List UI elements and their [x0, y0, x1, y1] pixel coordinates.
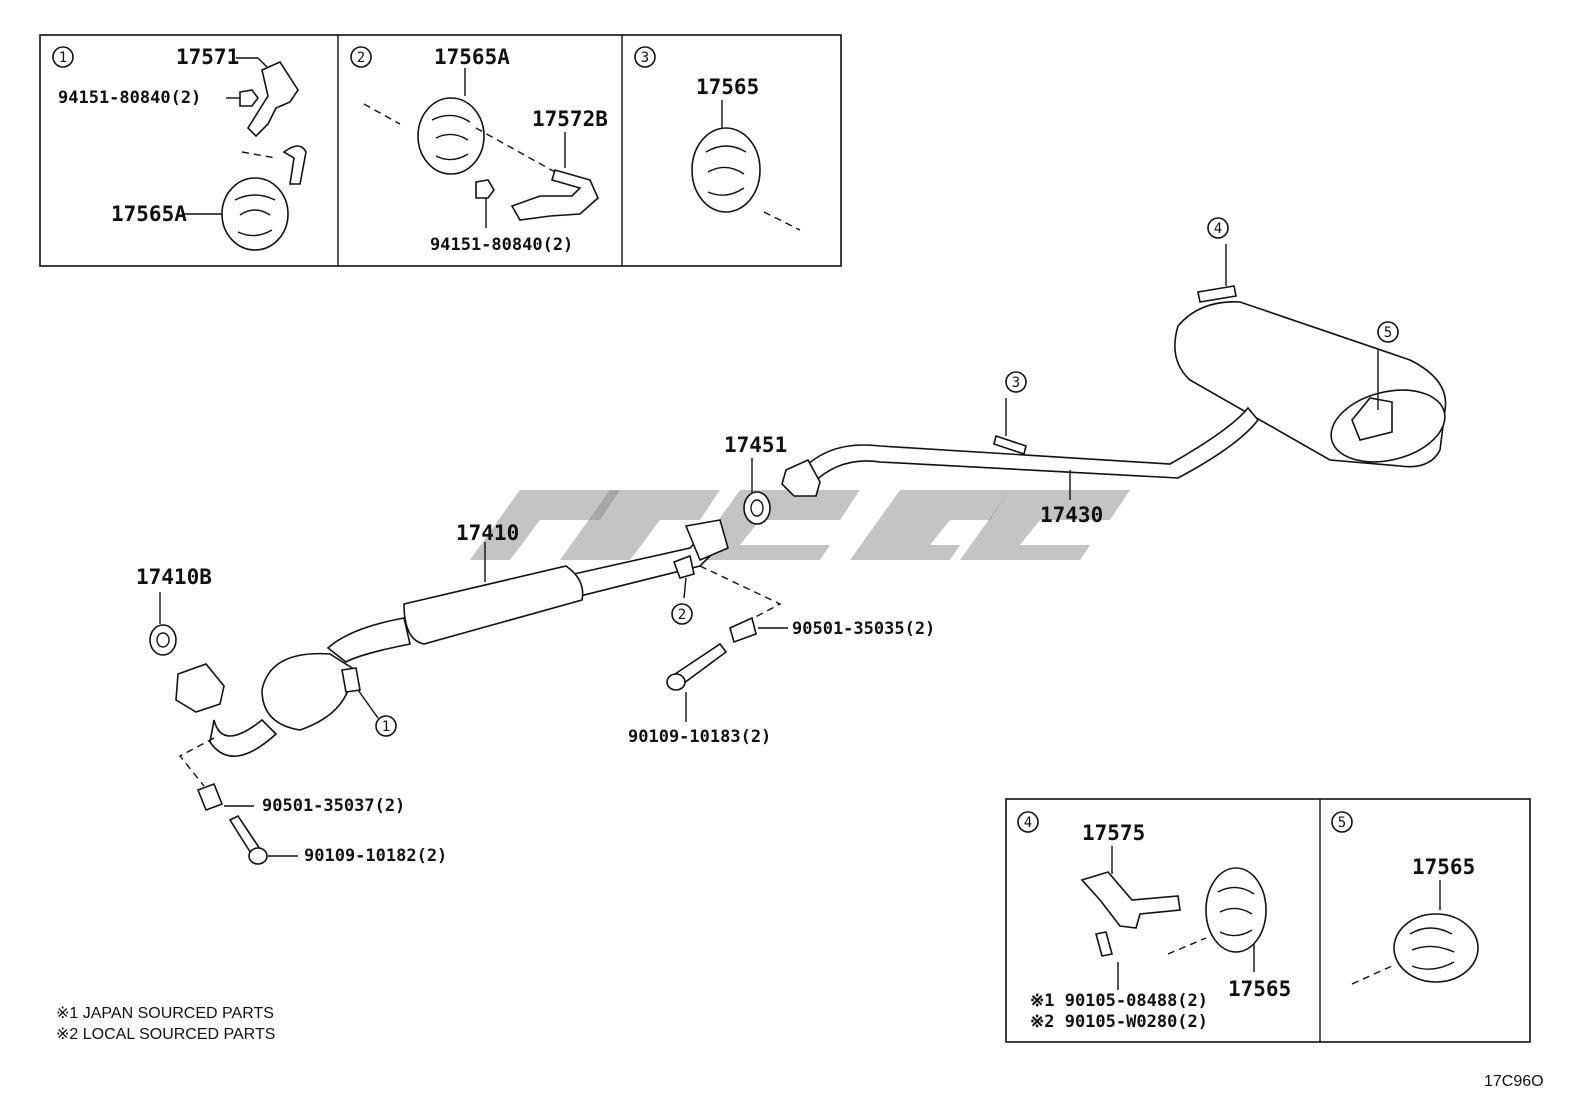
- inset-3: 3 17565: [634, 46, 801, 231]
- catalytic-converter: [261, 652, 353, 731]
- part-number-17410: 17410: [456, 521, 519, 545]
- part-number-17565: 17565: [1228, 977, 1291, 1001]
- callout-number: 4: [1214, 221, 1222, 237]
- part-number-17571: 17571: [176, 45, 239, 69]
- bolt-head: [248, 847, 268, 865]
- note-local-sourced: ※2 LOCAL SOURCED PARTS: [56, 1026, 275, 1043]
- part-number-17575: 17575: [1082, 821, 1145, 845]
- hanger-2: [672, 554, 695, 579]
- inset-5: 5 17565: [1331, 811, 1479, 985]
- spring-90501-35037: [196, 782, 224, 812]
- rubber-mount-17565: [1205, 867, 1267, 953]
- rubber-mount-17565A: [221, 177, 289, 251]
- part-number-17410B: 17410B: [136, 565, 212, 589]
- gasket-17410B: [149, 624, 177, 656]
- inset-number: 5: [1338, 815, 1346, 831]
- inset-number-badge: [350, 46, 372, 68]
- callout-3: [1005, 371, 1027, 393]
- part-number-17565A: 17565A: [111, 202, 187, 226]
- callout-5: [1377, 321, 1399, 343]
- main-assembly: 4 5 3 17430 17451 17410 1: [136, 217, 1447, 866]
- bolt-head: [666, 673, 686, 691]
- inset-number: 2: [357, 50, 365, 66]
- part-number-90109-10183: 90109-10183(2): [628, 727, 771, 747]
- callout-1: [375, 715, 397, 737]
- mid-pipe: [326, 617, 411, 663]
- nut-icon: [239, 89, 259, 107]
- callout-number: 3: [1012, 375, 1020, 391]
- inset-number: 4: [1024, 815, 1032, 831]
- watermark-logo: [470, 490, 1130, 560]
- inset-row-bottom: [1005, 798, 1531, 1043]
- part-number-17430: 17430: [1040, 503, 1103, 527]
- inlet-pipe: [209, 718, 278, 757]
- center-muffler: [403, 565, 584, 645]
- inset-1: 1 17571 94151-80840(2) 17565A: [52, 45, 307, 251]
- part-number-17565: 17565: [1412, 855, 1475, 879]
- inset-row-top: [39, 34, 842, 267]
- callout-4: [1207, 217, 1229, 239]
- muffler-hanger-bracket: [1197, 285, 1237, 303]
- inset-4: 4 17575 ※1 90105-08488(2) ※2 90105-W0280…: [1017, 811, 1291, 1032]
- bracket-17571: [246, 60, 299, 138]
- inset-number-badge: [634, 46, 656, 68]
- part-number-17451: 17451: [724, 433, 787, 457]
- rubber-mount-17565A: [417, 97, 485, 175]
- callout-number: 5: [1384, 325, 1392, 341]
- tail-hanger: [1351, 397, 1393, 441]
- rubber-mount-17565: [691, 127, 761, 213]
- part-number-nut-94151: 94151-80840(2): [58, 88, 201, 108]
- part-number-90105-08488: ※1 90105-08488(2): [1030, 991, 1208, 1011]
- bracket-17572B: [510, 169, 599, 221]
- nut-icon: [475, 179, 495, 199]
- pipe-flange: [781, 458, 821, 497]
- pipe-hanger-3: [993, 434, 1027, 456]
- part-number-90109-10182: 90109-10182(2): [304, 846, 447, 866]
- inset-number-badge: [1331, 811, 1353, 833]
- inset-number: 1: [59, 50, 67, 66]
- tail-pipe-17430: [800, 406, 1260, 486]
- inlet-flange: [175, 663, 225, 713]
- note-japan-sourced: ※1 JAPAN SOURCED PARTS: [56, 1005, 274, 1022]
- inset-number-badge: [1017, 811, 1039, 833]
- part-number-90501-35035: 90501-35035(2): [792, 619, 935, 639]
- callout-number: 1: [382, 719, 390, 735]
- spring-90501-35035: [729, 616, 757, 644]
- part-number-nut-94151: 94151-80840(2): [430, 235, 573, 255]
- part-number-17565: 17565: [696, 75, 759, 99]
- hanger-1: [341, 667, 361, 693]
- inset-number: 3: [641, 50, 649, 66]
- hanger-rod: [282, 145, 307, 185]
- bracket-17575: [1080, 871, 1181, 929]
- part-number-17565A: 17565A: [434, 45, 510, 69]
- inset-number-badge: [52, 46, 74, 68]
- inset-2: 2 17565A 17572B 94151-80840(2): [350, 45, 608, 255]
- bolt-90105: [1095, 931, 1113, 957]
- part-number-90105-W0280: ※2 90105-W0280(2): [1030, 1012, 1208, 1032]
- rubber-mount-17565: [1393, 913, 1479, 983]
- outlet-flange: [684, 519, 729, 562]
- callout-2: [671, 603, 693, 625]
- diagram-code: 17C96O: [1484, 1073, 1544, 1090]
- gasket-17451: [743, 491, 771, 525]
- part-number-17572B: 17572B: [532, 107, 608, 131]
- part-number-90501-35037: 90501-35037(2): [262, 796, 405, 816]
- callout-number: 2: [678, 607, 686, 623]
